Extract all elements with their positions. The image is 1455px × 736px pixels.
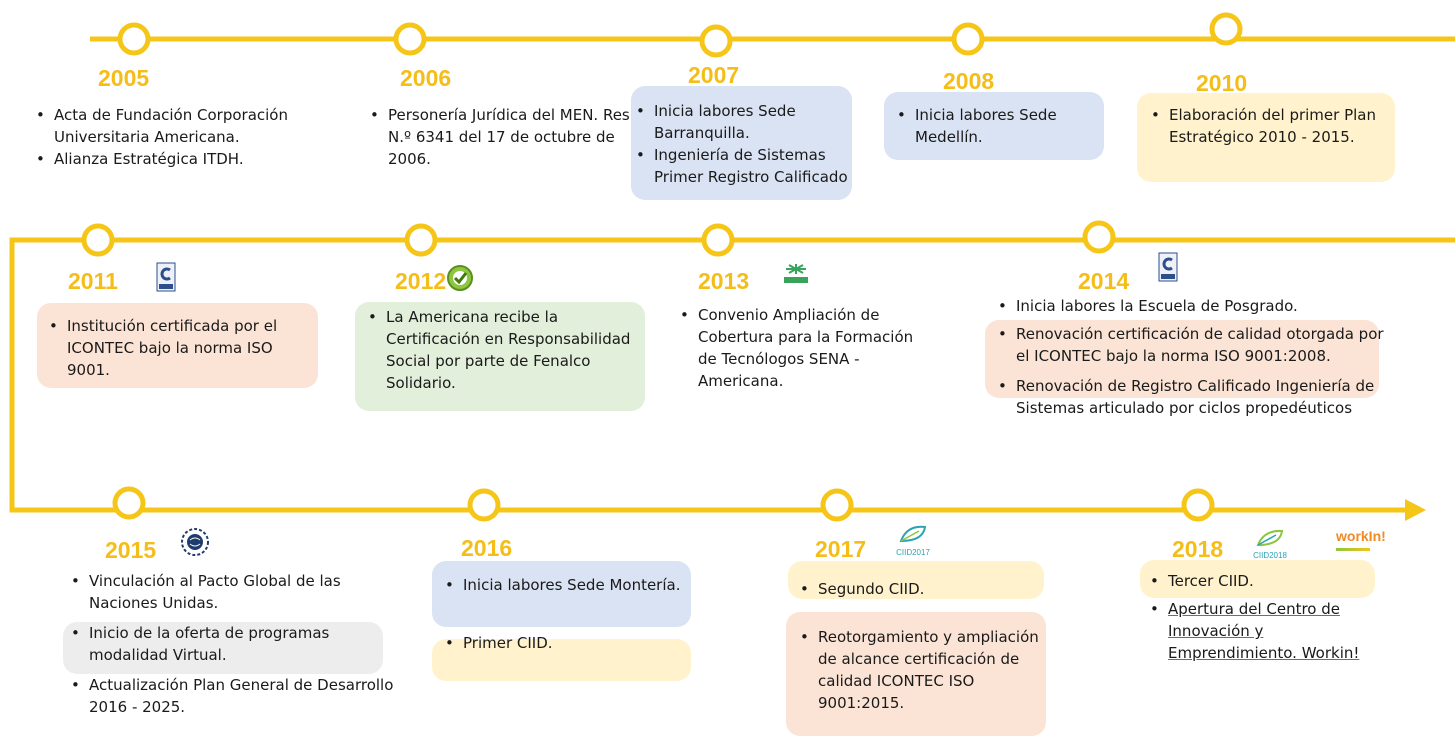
list-item: Convenio Ampliación de Cobertura para la… [676,304,936,392]
leaf-icon [1256,529,1284,547]
list-item: Vinculación al Pacto Global de las Nacio… [67,570,412,614]
milestone-items: Tercer CIID. Apertura del Centro de Inno… [1146,570,1376,664]
icontec-certification-icon [156,262,176,292]
ciid-2018-logo: CIID2018 [1250,528,1290,560]
list-item: Inicia labores Sede Montería. [441,574,681,596]
milestone-items: Inicia labores Sede Montería. Primer CII… [441,574,681,654]
list-item: Personería Jurídica del MEN. Res. N.º 63… [366,104,636,170]
milestone-items: Vinculación al Pacto Global de las Nacio… [67,570,412,718]
milestone-items: Institución certificada por el ICONTEC b… [45,315,295,381]
list-item: Primer CIID. [441,632,681,654]
workin-logo: workIn! [1336,528,1386,558]
year-label: 2006 [400,65,452,91]
list-item: Inicio de la oferta de programas modalid… [67,622,412,666]
timeline-nodes [81,12,1243,522]
list-item: Ingeniería de Sistemas Primer Registro C… [632,144,872,188]
ciid-2018-logo-text: CIID2018 [1253,551,1287,560]
list-item: Renovación de Registro Calificado Ingeni… [994,375,1384,419]
milestone-items: Convenio Ampliación de Cobertura para la… [676,304,936,392]
year-label: 2005 [98,65,150,91]
year-label: 2012 [395,268,447,294]
list-item: Inicia labores la Escuela de Posgrado. [994,295,1384,317]
year-label: 2008 [943,68,995,94]
year-label: 2010 [1196,70,1248,96]
social-responsibility-check-icon [447,265,473,291]
list-item: Apertura del Centro de Innovación y Empr… [1146,598,1376,664]
ciid-2017-logo: CIID2017 [893,523,933,557]
list-item: Tercer CIID. [1146,570,1376,592]
list-item: Alianza Estratégica ITDH. [32,148,372,170]
year-label: 2014 [1078,268,1130,294]
timeline-arrow-head [1405,499,1426,521]
global-compact-globe-icon [181,528,209,556]
milestone-items: Inicia labores Sede Barranquilla. Ingeni… [632,100,872,188]
year-label: 2007 [688,62,740,88]
list-item: Inicia labores Sede Barranquilla. [632,100,872,144]
milestone-items: Elaboración del primer Plan Estratégico … [1147,104,1387,148]
milestone-items: La Americana recibe la Certificación en … [364,306,649,394]
list-item: Acta de Fundación Corporación Universita… [32,104,372,148]
icontec-certification-icon [1158,252,1178,282]
workin-logo-text: workIn! [1336,528,1386,544]
list-item: Elaboración del primer Plan Estratégico … [1147,104,1387,148]
workin-logo-tagline [1336,548,1370,551]
list-item: Renovación certificación de calidad otor… [994,323,1384,367]
list-item: Institución certificada por el ICONTEC b… [45,315,295,381]
year-label: 2017 [815,536,867,562]
milestone-items: Inicia labores la Escuela de Posgrado. R… [994,295,1384,419]
list-item: La Americana recibe la Certificación en … [364,306,649,394]
year-label: 2013 [698,268,750,294]
ciid-2017-logo-text: CIID2017 [896,548,930,557]
list-item: Reotorgamiento y ampliación de alcance c… [796,626,1046,714]
year-label: 2011 [68,268,118,294]
year-label: 2016 [461,535,513,561]
year-label: 2015 [105,537,157,563]
leaf-icon [899,525,927,543]
year-label: 2018 [1172,536,1224,562]
milestone-items: Inicia labores Sede Medellín. [893,104,1093,148]
list-item: Actualización Plan General de Desarrollo… [67,674,412,718]
milestone-items: Acta de Fundación Corporación Universita… [32,104,372,170]
milestone-items: Personería Jurídica del MEN. Res. N.º 63… [366,104,636,170]
milestone-items: Segundo CIID. Reotorgamiento y ampliació… [796,578,1046,714]
list-item: Inicia labores Sede Medellín. [893,104,1093,148]
list-item: Segundo CIID. [796,578,1046,600]
sena-logo-icon [784,264,808,283]
workin-link[interactable]: Apertura del Centro de Innovación y Empr… [1168,600,1360,662]
